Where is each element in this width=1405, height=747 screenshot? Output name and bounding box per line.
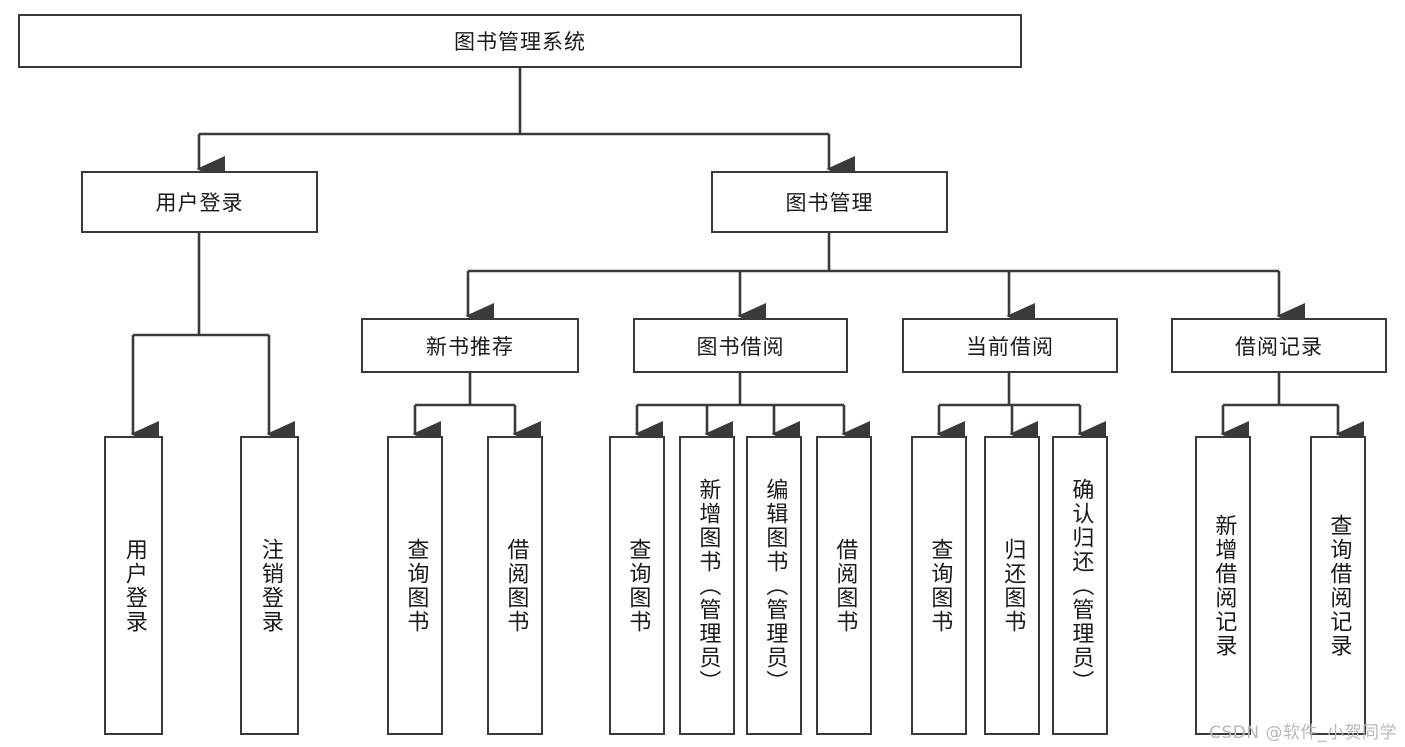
node-label: 用户登录 [155, 191, 244, 215]
node-leaf-add-borrow-record[interactable]: 新增借阅记录 [1195, 436, 1251, 735]
node-leaf-logout[interactable]: 注销登录 [240, 436, 299, 735]
node-leaf-query-book-1[interactable]: 查询图书 [387, 436, 443, 735]
node-leaf-return-book[interactable]: 归还图书 [984, 436, 1040, 735]
node-leaf-borrow-book-1[interactable]: 借阅图书 [487, 436, 543, 735]
node-label: 查询图书 [927, 537, 953, 634]
node-label: 新书推荐 [426, 334, 514, 359]
node-label: 借阅图书 [832, 537, 858, 634]
node-leaf-query-book-3[interactable]: 查询图书 [911, 436, 967, 735]
node-label: 归还图书 [1000, 537, 1026, 634]
node-label: 新增图书（管理员） [695, 477, 721, 694]
node-label: 查询图书 [625, 537, 651, 634]
node-label: 用户登录 [121, 537, 147, 634]
node-leaf-add-book-admin[interactable]: 新增图书（管理员） [679, 436, 735, 735]
node-label: 图书管理系统 [454, 30, 586, 54]
node-root[interactable]: 图书管理系统 [18, 14, 1022, 68]
node-leaf-user-login[interactable]: 用户登录 [104, 436, 163, 735]
node-leaf-borrow-book-2[interactable]: 借阅图书 [816, 436, 872, 735]
node-label: 查询借阅记录 [1326, 513, 1352, 658]
node-label: 编辑图书（管理员） [762, 477, 788, 694]
node-leaf-query-borrow-record[interactable]: 查询借阅记录 [1310, 436, 1366, 735]
node-current-borrowing[interactable]: 当前借阅 [902, 318, 1118, 373]
node-label: 图书借阅 [696, 334, 785, 359]
node-label: 注销登录 [257, 537, 283, 634]
node-book-management[interactable]: 图书管理 [711, 171, 948, 233]
node-leaf-edit-book-admin[interactable]: 编辑图书（管理员） [746, 436, 802, 735]
node-leaf-query-book-2[interactable]: 查询图书 [609, 436, 665, 735]
node-borrowing-records[interactable]: 借阅记录 [1171, 318, 1387, 373]
node-user-login[interactable]: 用户登录 [81, 171, 318, 233]
node-label: 借阅图书 [503, 537, 529, 634]
node-label: 当前借阅 [966, 334, 1054, 359]
csdn-watermark: CSDN @软件_小贺同学 [1209, 723, 1397, 743]
node-book-borrowing[interactable]: 图书借阅 [633, 318, 848, 373]
node-label: 查询图书 [403, 537, 429, 634]
node-label: 新增借阅记录 [1211, 513, 1237, 658]
node-leaf-confirm-return-admin[interactable]: 确认归还（管理员） [1052, 436, 1108, 735]
node-label: 确认归还（管理员） [1068, 477, 1094, 694]
node-label: 借阅记录 [1235, 334, 1323, 359]
node-label: 图书管理 [785, 191, 874, 215]
node-new-book-recommendation[interactable]: 新书推荐 [361, 318, 579, 373]
